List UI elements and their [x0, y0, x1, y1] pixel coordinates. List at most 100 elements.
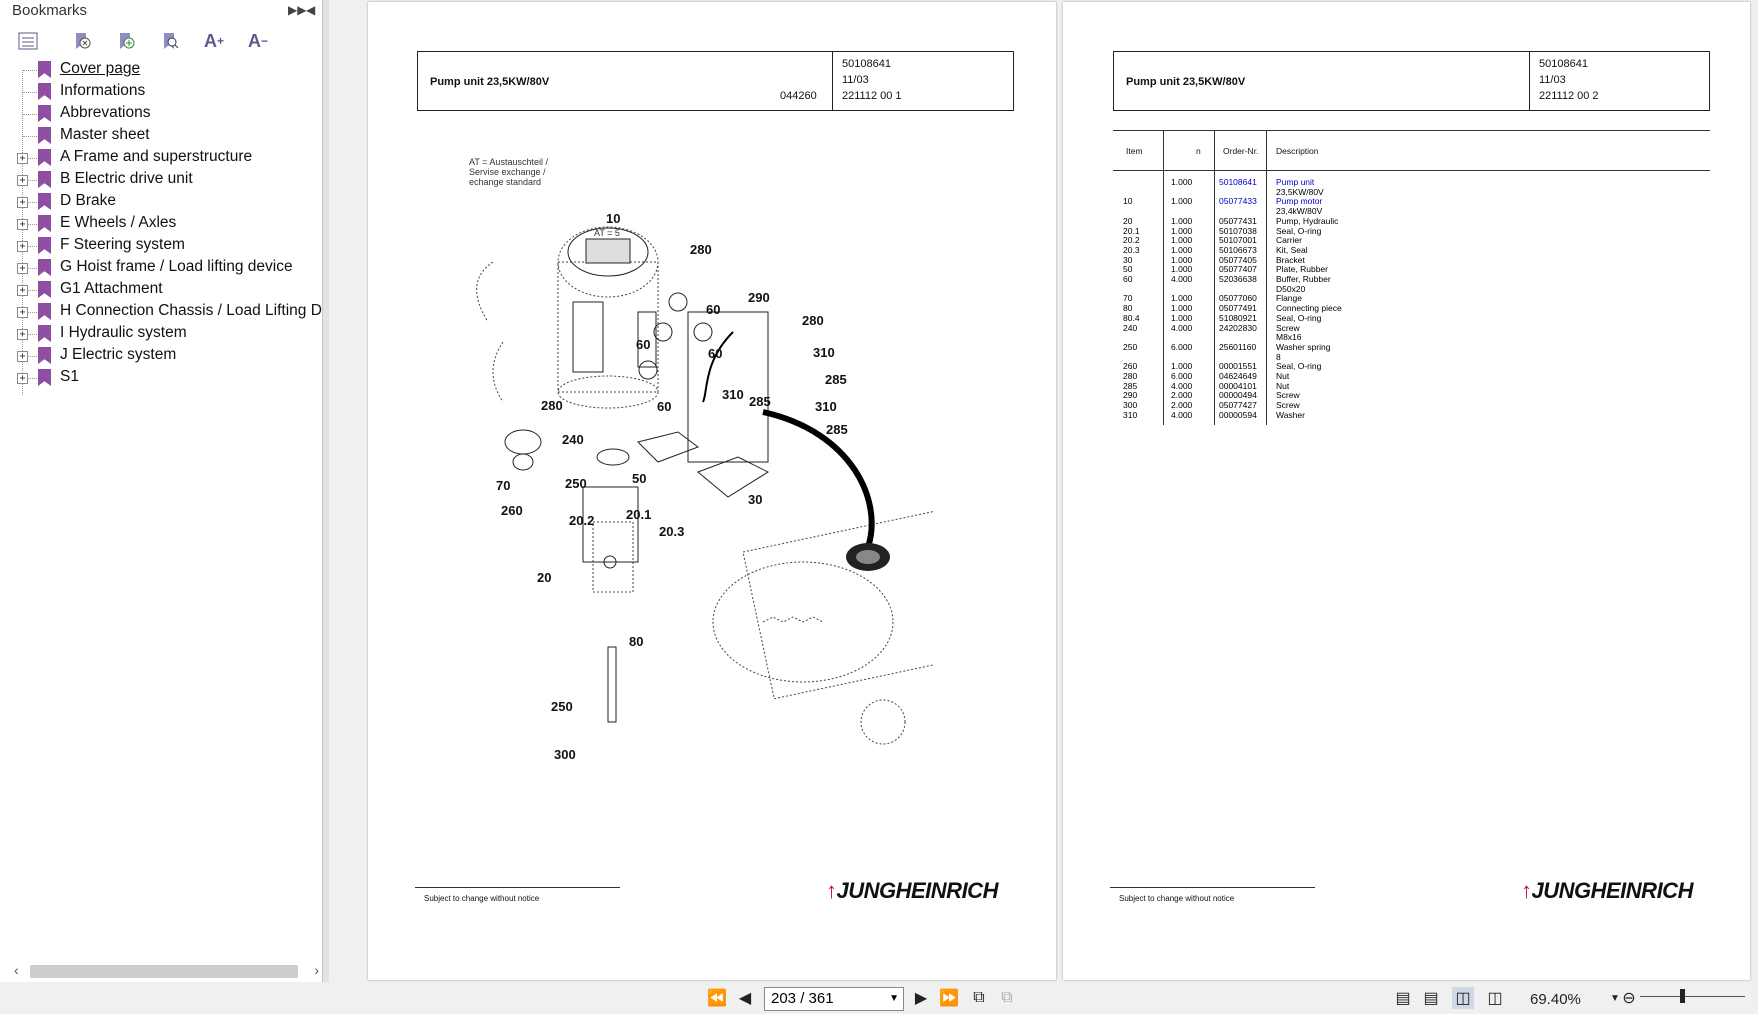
bookmark-item[interactable]: +B Electric drive unit: [0, 169, 322, 191]
bookmark-item[interactable]: Master sheet: [0, 125, 322, 147]
cell-n: 6.000: [1171, 371, 1193, 381]
bookmark-icon: [38, 325, 51, 342]
single-page-view-icon[interactable]: ▤: [1395, 990, 1411, 1007]
cell-item: 300: [1123, 400, 1138, 411]
cell-item: 310: [1123, 409, 1138, 420]
bookmark-icon: [38, 369, 51, 386]
cell-n: 1.000: [1171, 303, 1193, 314]
cell-order: 24202830: [1219, 322, 1257, 333]
cell-item: 290: [1123, 390, 1138, 401]
cell-desc[interactable]: Pump unit: [1276, 177, 1315, 187]
scroll-right-icon[interactable]: ›: [314, 962, 319, 978]
cell-order[interactable]: 05077433: [1219, 196, 1257, 207]
cell-item: 20.1: [1123, 225, 1140, 236]
cell-order: 00004101: [1219, 380, 1257, 391]
callout-label: 280: [541, 398, 563, 413]
bookmark-item[interactable]: Cover page: [0, 59, 322, 81]
bookmark-item[interactable]: +H Connection Chassis / Load Lifting Dev…: [0, 301, 322, 323]
continuous-view-icon[interactable]: ▤: [1423, 990, 1439, 1007]
cell-order: 00001551: [1219, 361, 1257, 372]
callout-label: 260: [501, 503, 523, 518]
bookmark-item[interactable]: +I Hydraulic system: [0, 323, 322, 345]
bookmark-item[interactable]: +E Wheels / Axles: [0, 213, 322, 235]
cell-desc[interactable]: Pump motor: [1276, 196, 1323, 207]
cell-item: 60: [1123, 274, 1133, 284]
previous-page-button[interactable]: ◀: [738, 990, 752, 1007]
footer-note: Subject to change without notice: [1119, 894, 1235, 903]
cell-order: 05077427: [1219, 400, 1257, 411]
zoom-dropdown-icon[interactable]: ▼: [1610, 992, 1620, 1004]
cell-n: 1.000: [1171, 215, 1193, 226]
cell-item: 20: [1123, 215, 1133, 226]
page-title: Pump unit 23,5KW/80V: [1126, 76, 1246, 88]
callout-label: 240: [562, 432, 584, 447]
bookmark-icon: [38, 105, 51, 122]
first-page-button[interactable]: ⏪: [707, 990, 727, 1007]
bookmark-item[interactable]: +D Brake: [0, 191, 322, 213]
cell-desc: Kit, Seal: [1276, 244, 1308, 255]
scroll-left-icon[interactable]: ‹: [14, 962, 19, 978]
bookmark-options-icon[interactable]: [16, 29, 40, 53]
cell-n: 1.000: [1171, 244, 1193, 255]
cell-item: 260: [1123, 361, 1138, 372]
cell-n: 1.000: [1171, 177, 1193, 187]
cell-n: 6.000: [1171, 341, 1193, 352]
bookmark-item[interactable]: +F Steering system: [0, 235, 322, 257]
callout-label: 20.3: [659, 524, 685, 539]
cell-desc: Nut: [1276, 380, 1290, 391]
continuous-facing-view-icon[interactable]: ◫: [1487, 990, 1503, 1007]
exchange-note: AT = Austauschteil / Servise exchange / …: [469, 157, 548, 187]
collapse-panel-icon[interactable]: ◀: [306, 3, 316, 17]
facing-view-icon[interactable]: ◫: [1452, 987, 1474, 1009]
delete-bookmark-icon[interactable]: [70, 29, 94, 53]
cell-n: 4.000: [1171, 409, 1193, 420]
cell-order[interactable]: 50108641: [1219, 177, 1257, 187]
panel-title: Bookmarks: [12, 2, 88, 19]
cell-n: 4.000: [1171, 322, 1193, 333]
cell-item: 285: [1123, 380, 1138, 391]
find-bookmark-icon[interactable]: [158, 29, 182, 53]
previous-view-icon[interactable]: ⧉: [973, 989, 985, 1006]
bookmark-item[interactable]: Abbrevations: [0, 103, 322, 125]
next-page-button[interactable]: ▶: [914, 990, 928, 1007]
exploded-view-drawing: [476, 226, 933, 745]
last-page-button[interactable]: ⏩: [939, 990, 959, 1007]
callout-label: 60: [706, 302, 721, 317]
scrollbar-thumb[interactable]: [30, 965, 298, 978]
callout-label: 250: [565, 476, 587, 491]
bookmark-item[interactable]: +S1: [0, 367, 322, 389]
cell-n: 1.000: [1171, 196, 1193, 207]
zoom-slider[interactable]: [1640, 989, 1745, 1003]
chevron-down-icon[interactable]: ▼: [889, 993, 899, 1004]
zoom-out-icon[interactable]: ⊖: [1622, 990, 1636, 1007]
bookmark-icon: [38, 127, 51, 144]
bookmark-item[interactable]: Informations: [0, 81, 322, 103]
panel-splitter[interactable]: [323, 0, 329, 982]
bookmark-item[interactable]: +J Electric system: [0, 345, 322, 367]
page-number-input[interactable]: 203 / 361 ▼: [764, 987, 904, 1011]
cell-n: 1.000: [1171, 361, 1193, 372]
decrease-text-size-icon[interactable]: A−: [247, 30, 268, 51]
new-bookmark-icon[interactable]: [114, 29, 138, 53]
callout-label: 310: [815, 399, 837, 414]
zoom-slider-knob[interactable]: [1680, 989, 1685, 1003]
cell-item: 80: [1123, 303, 1133, 314]
cell-order: 00000494: [1219, 390, 1257, 401]
bookmark-item[interactable]: +G1 Attachment: [0, 279, 322, 301]
next-view-icon[interactable]: ⧉: [1001, 989, 1013, 1006]
column-header-description: Description: [1276, 146, 1319, 156]
increase-text-size-icon[interactable]: A+: [203, 30, 224, 51]
bookmark-item[interactable]: +A Frame and superstructure: [0, 147, 322, 169]
callout-label: 280: [802, 313, 824, 328]
bookmark-icon: [38, 215, 51, 232]
expand-panel-icon[interactable]: ▶▶: [288, 3, 307, 17]
cell-desc: Washer: [1276, 409, 1305, 420]
cell-item: 250: [1123, 341, 1138, 352]
bookmark-item[interactable]: +G Hoist frame / Load lifting device: [0, 257, 322, 279]
bookmark-icon: [38, 171, 51, 188]
zoom-level[interactable]: 69.40%: [1530, 991, 1581, 1008]
horizontal-scrollbar[interactable]: ‹ ›: [14, 962, 319, 980]
callout-label: 60: [636, 337, 651, 352]
cell-n: 1.000: [1171, 254, 1193, 265]
cell-desc: Connecting piece: [1276, 303, 1342, 314]
